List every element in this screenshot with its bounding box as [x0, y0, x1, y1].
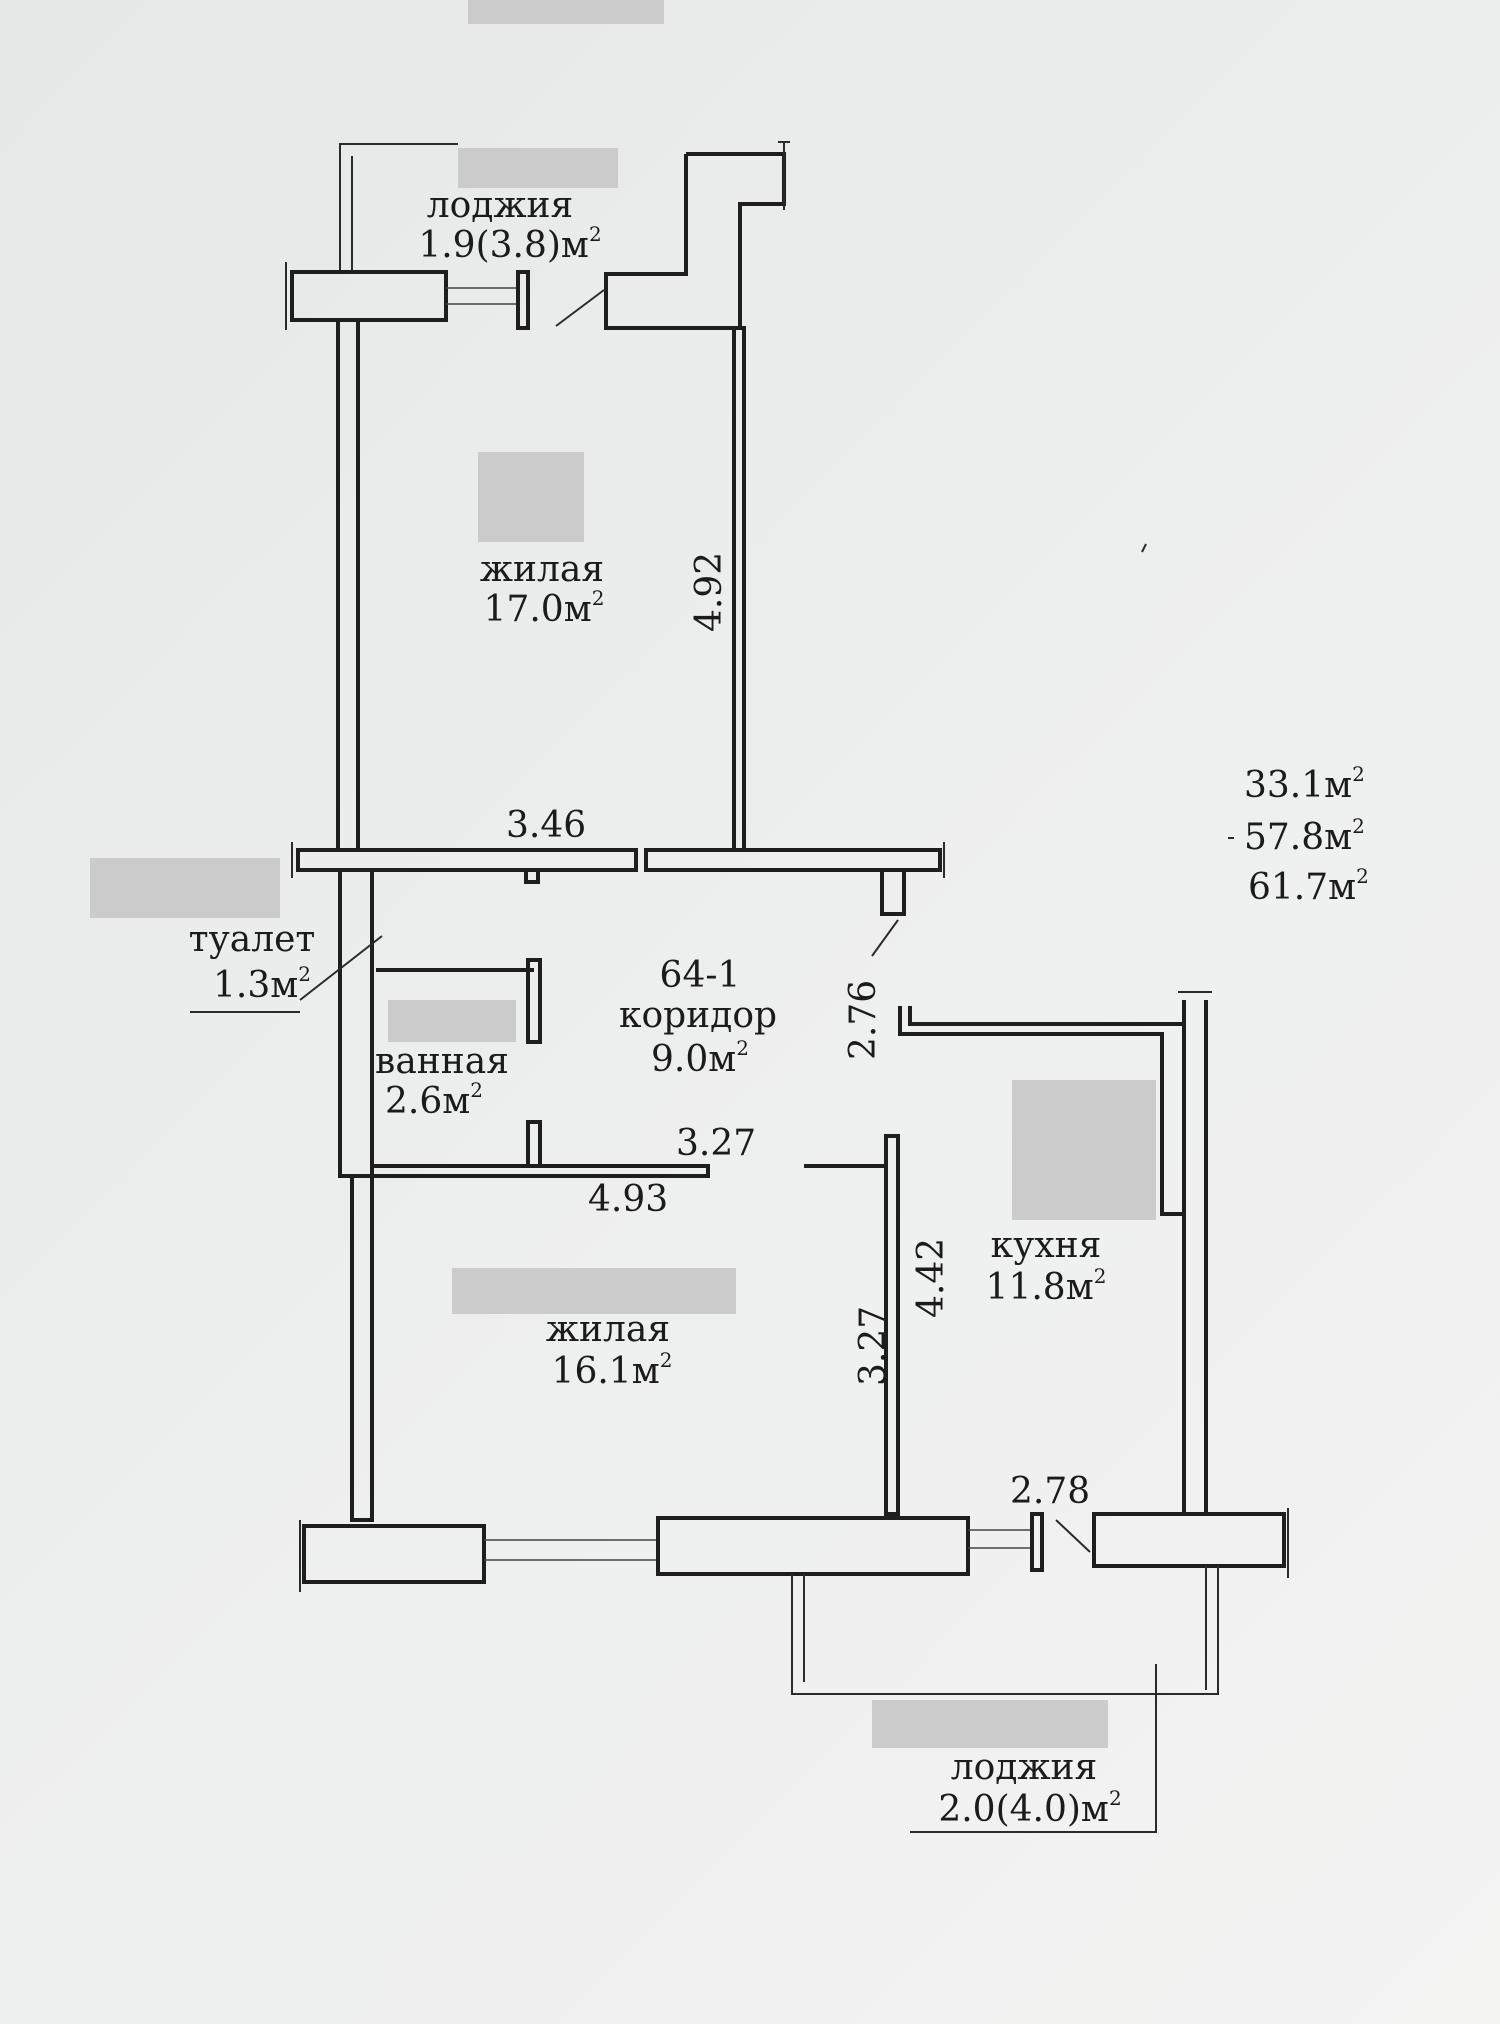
redaction-patch — [452, 1268, 736, 1314]
loggia-top-name: лоджия — [426, 185, 574, 226]
kitchen-area: 11.8м2 — [985, 1266, 1107, 1308]
living-bottom-area: 16.1м2 — [551, 1350, 673, 1392]
kitchen-walls — [804, 919, 1212, 1516]
toilet-area-sup: 2 — [298, 962, 311, 986]
dimension-3-27-horizontal: 3.27 — [676, 1123, 757, 1164]
dimension-3-27-vertical: 3.27 — [853, 1305, 894, 1386]
dimension-2-76: 2.76 — [843, 979, 884, 1060]
living-bottom-area-value: 16.1м — [551, 1351, 660, 1392]
bathroom-area-value: 2.6м — [385, 1081, 471, 1122]
loggia-bottom-area: 2.0(4.0)м2 — [938, 1788, 1121, 1830]
redaction-patch — [388, 1000, 516, 1042]
living-top-area-sup: 2 — [591, 586, 605, 610]
loggia-top-area-value: 1.9(3.8)м — [418, 225, 589, 266]
corner-tick — [1141, 543, 1147, 553]
top-window-wall — [285, 262, 530, 330]
loggia-top-area-sup: 2 — [588, 222, 602, 246]
redaction-patch — [468, 0, 664, 24]
dimension-4-92: 4.92 — [689, 551, 730, 632]
redaction-patch — [90, 858, 280, 918]
kitchen-area-sup: 2 — [1093, 1264, 1107, 1288]
redaction-patch — [458, 148, 618, 188]
loggia-bottom-name: лоджия — [950, 1747, 1098, 1788]
bathroom-area: 2.6м2 — [385, 1080, 483, 1122]
loggia-bottom-walls — [791, 1566, 1219, 1833]
living-bottom-area-sup: 2 — [659, 1348, 673, 1372]
redaction-patch — [872, 1700, 1108, 1748]
dimension-4-42: 4.42 — [911, 1237, 952, 1318]
living-top-area: 17.0м2 — [483, 588, 605, 630]
kitchen-area-value: 11.8м — [985, 1267, 1094, 1308]
corridor-area-sup: 2 — [736, 1036, 749, 1060]
loggia-top-area: 1.9(3.8)м2 — [418, 224, 601, 266]
left-wall-upper — [336, 318, 360, 852]
redaction-patch — [478, 452, 584, 542]
bathroom-walls — [370, 958, 710, 1178]
top-room-right-wall — [732, 326, 746, 852]
loggia-bottom-area-sup: 2 — [1108, 1786, 1122, 1810]
bottom-window-wall — [299, 1508, 1289, 1592]
corridor-area: 9.0м2 — [651, 1038, 749, 1080]
total-area-general: 57.8м2 — [1244, 816, 1365, 858]
bathroom-name: ванная — [375, 1041, 509, 1082]
left-wall-lower — [190, 868, 383, 1522]
living-top-area-value: 17.0м — [483, 589, 592, 630]
dimension-2-78: 2.78 — [1010, 1471, 1091, 1512]
toilet-area: 1.3м2 — [213, 964, 311, 1006]
dimension-3-46: 3.46 — [506, 805, 587, 846]
bathroom-area-sup: 2 — [470, 1078, 483, 1102]
total-area-full: 61.7м2 — [1248, 866, 1369, 908]
redaction-patch — [1012, 1080, 1156, 1220]
loggia-bottom-area-value: 2.0(4.0)м — [938, 1789, 1109, 1830]
total-area-full-value: 61.7м — [1248, 867, 1357, 908]
total-area-general-value: 57.8м — [1244, 817, 1353, 858]
total-area-living: 33.1м2 — [1244, 764, 1365, 806]
total-area-general-sup: 2 — [1352, 814, 1365, 838]
living-top-name: жилая — [479, 549, 605, 590]
partition-346 — [291, 842, 945, 916]
dimension-4-93: 4.93 — [588, 1179, 669, 1220]
total-area-living-sup: 2 — [1352, 762, 1365, 786]
corridor-code: 64-1 — [659, 955, 741, 996]
toilet-name: туалет — [188, 919, 316, 960]
loggia-top-walls — [339, 141, 790, 330]
total-area-living-value: 33.1м — [1244, 765, 1353, 806]
total-area-full-sup: 2 — [1356, 864, 1369, 888]
corridor-area-value: 9.0м — [651, 1039, 737, 1080]
kitchen-name: кухня — [990, 1225, 1102, 1266]
living-bottom-name: жилая — [545, 1309, 671, 1350]
toilet-area-value: 1.3м — [213, 965, 299, 1006]
corridor-name: коридор — [618, 995, 778, 1036]
